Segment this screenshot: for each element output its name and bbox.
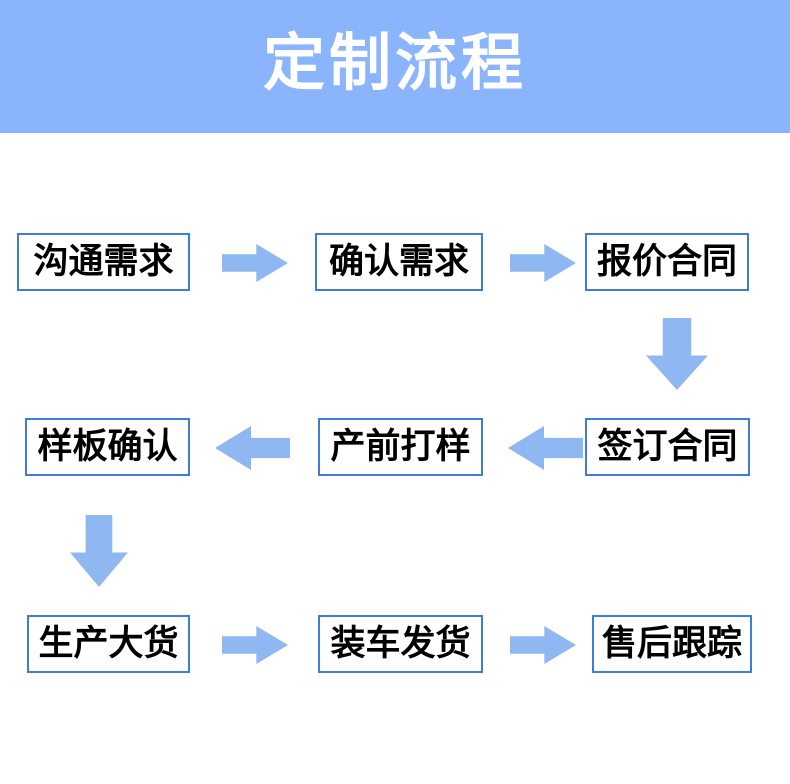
flow-step-6[interactable]: 样板确认 xyxy=(25,418,190,476)
arrow-left-icon xyxy=(215,426,290,470)
arrow-down-icon xyxy=(70,515,128,587)
flow-step-4-label: 签订合同 xyxy=(597,426,738,466)
flow-step-6-label: 样板确认 xyxy=(37,426,178,466)
flow-step-3[interactable]: 报价合同 xyxy=(585,233,749,291)
flow-step-8-label: 装车发货 xyxy=(330,623,471,663)
flow-step-1[interactable]: 沟通需求 xyxy=(17,233,190,291)
flow-step-2[interactable]: 确认需求 xyxy=(315,233,483,291)
flow-step-9-label: 售后跟踪 xyxy=(601,623,742,663)
flow-step-5[interactable]: 产前打样 xyxy=(318,418,483,476)
flow-step-8[interactable]: 装车发货 xyxy=(318,615,483,673)
flow-step-4[interactable]: 签订合同 xyxy=(585,418,750,476)
arrow-left-icon xyxy=(508,426,583,470)
flow-step-2-label: 确认需求 xyxy=(328,241,469,281)
arrow-right-icon xyxy=(510,244,576,282)
flow-step-1-label: 沟通需求 xyxy=(33,241,174,281)
flow-step-3-label: 报价合同 xyxy=(596,241,737,281)
arrow-right-icon xyxy=(510,626,576,664)
arrow-down-icon xyxy=(646,318,708,390)
header-banner: 定制流程 xyxy=(0,0,790,133)
flow-step-7-label: 生产大货 xyxy=(38,623,179,663)
page-title: 定制流程 xyxy=(262,28,527,98)
arrow-right-icon xyxy=(222,626,288,664)
flow-step-7[interactable]: 生产大货 xyxy=(27,615,190,673)
flow-step-5-label: 产前打样 xyxy=(330,426,471,466)
flow-step-9[interactable]: 售后跟踪 xyxy=(592,615,752,673)
arrow-right-icon xyxy=(222,244,288,282)
